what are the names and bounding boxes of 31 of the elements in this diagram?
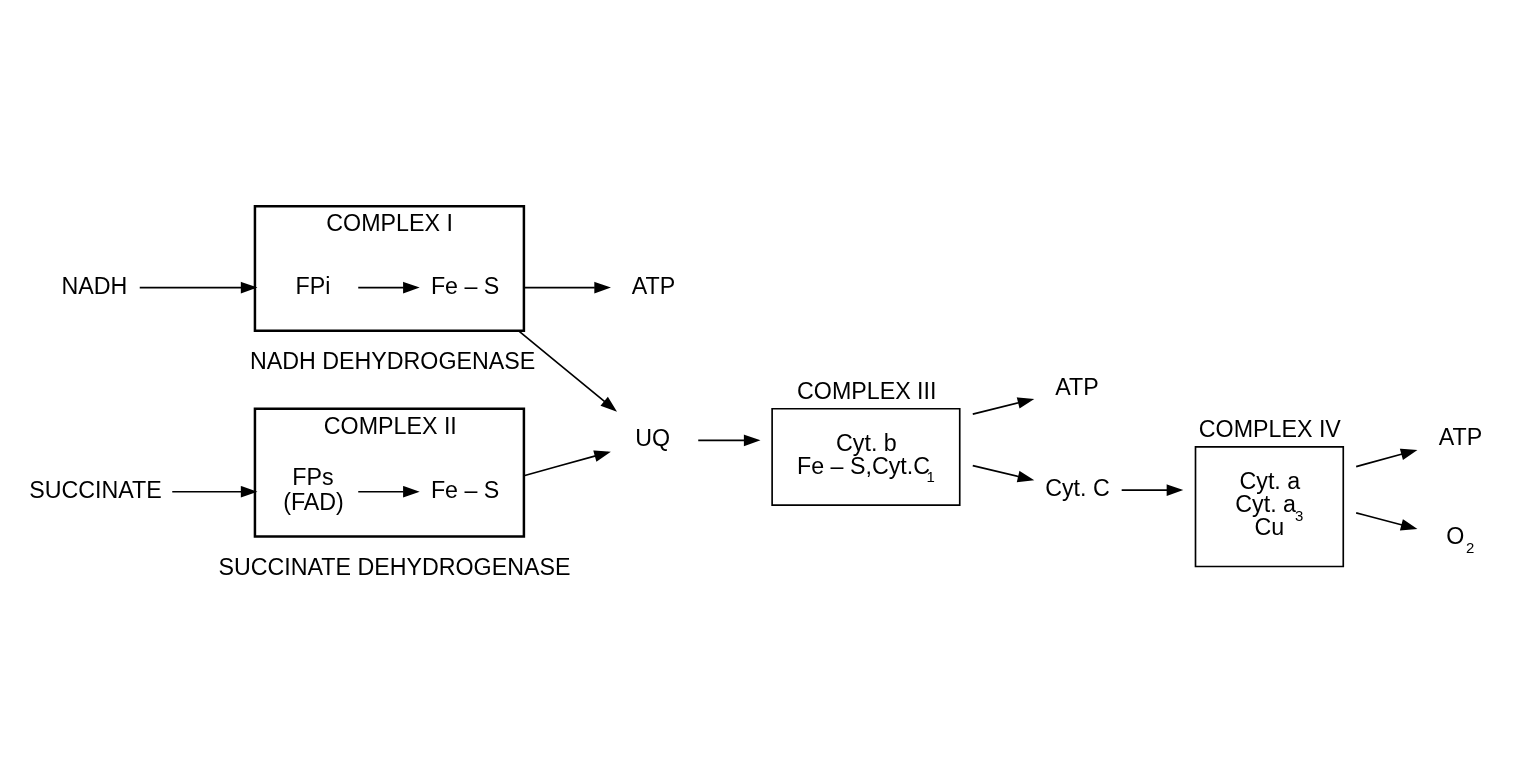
arrow — [1355, 512, 1418, 531]
arrow — [971, 397, 1035, 415]
node-text: Fe – S — [430, 272, 500, 299]
arrow — [517, 329, 618, 412]
arrow — [357, 485, 420, 498]
arrow — [523, 450, 611, 477]
arrow — [971, 464, 1035, 483]
node-text: Fe – S — [430, 476, 500, 503]
node-text: ATP — [1438, 423, 1483, 450]
node-label: COMPLEX IV — [1198, 416, 1341, 443]
arrow — [1120, 484, 1184, 496]
node-box: Cyt. b Fe – S,Cyt.C$_{1}$ — [771, 407, 961, 506]
node-text: O$_{2}$ — [1446, 523, 1475, 556]
node-text: SUCCINATE — [29, 476, 162, 503]
arrow — [357, 281, 420, 294]
node-text: FPi — [295, 272, 331, 299]
node-text: UQ — [635, 425, 671, 452]
node-label: SUCCINATE DEHYDROGENASE — [218, 554, 571, 581]
arrow — [138, 281, 258, 294]
node-text: NADH — [61, 272, 128, 299]
node-label: COMPLEX III — [797, 378, 937, 405]
node-box: Cyt. a Cyt. a$_{3}$ Cu — [1194, 446, 1345, 568]
node-text: FPs (FAD) — [283, 464, 344, 516]
arrow — [171, 485, 258, 498]
node-text: ATP — [631, 272, 676, 299]
node-text: Cyt. C — [1045, 475, 1110, 502]
node-label: NADH DEHYDROGENASE — [249, 348, 536, 375]
arrow — [1355, 448, 1418, 468]
node-text: ATP — [1055, 373, 1099, 400]
arrow — [523, 281, 611, 294]
arrow — [697, 434, 761, 447]
